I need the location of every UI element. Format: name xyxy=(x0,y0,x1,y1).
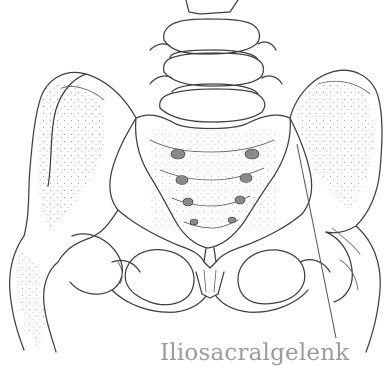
sacrum xyxy=(136,115,291,268)
right-ilium xyxy=(290,70,382,254)
sacroiliac-joint-label: Iliosacralgelenk xyxy=(160,340,349,366)
lumbar-vertebrae xyxy=(150,0,282,122)
left-femur xyxy=(10,234,140,352)
right-femur xyxy=(300,226,380,352)
